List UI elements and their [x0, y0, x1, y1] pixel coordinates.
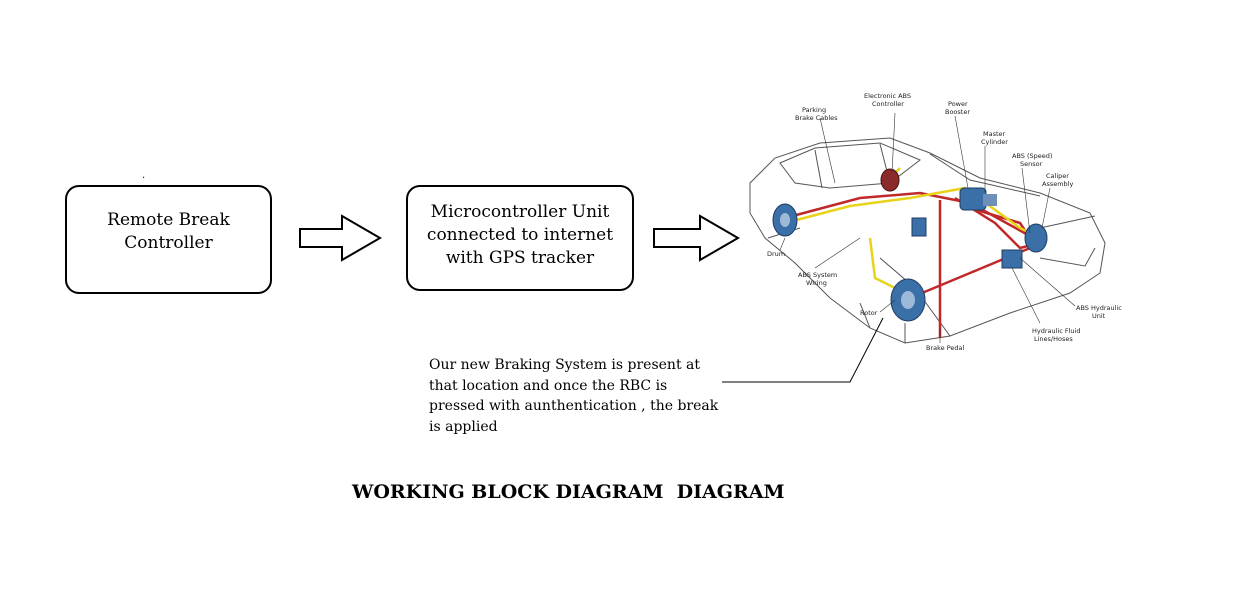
- block-line: Microcontroller Unit: [430, 201, 610, 222]
- label-drum: Drum: [767, 250, 785, 258]
- stray-dot: .: [142, 170, 146, 181]
- annotation-line: is applied: [429, 418, 498, 435]
- label-parking-brake-cables: Parking Brake Cables: [795, 106, 838, 122]
- block-line: Controller: [124, 232, 213, 253]
- label-abs-speed-sensor: ABS (Speed) Sensor: [1012, 152, 1055, 168]
- brake-components: [772, 168, 1048, 322]
- car-part-labels: Parking Brake Cables Electronic ABS Cont…: [767, 92, 1124, 352]
- car-braking-system-illustration: Parking Brake Cables Electronic ABS Cont…: [749, 92, 1124, 352]
- flow-arrow-1: [299, 214, 382, 262]
- diagram-title: WORKING BLOCK DIAGRAM DIAGRAM: [352, 481, 785, 503]
- microcontroller-unit-block: Microcontroller Unit connected to intern…: [406, 185, 634, 291]
- label-rotor: Rotor: [860, 309, 878, 317]
- braking-system-annotation: Our new Braking System is present at tha…: [429, 355, 729, 437]
- label-brake-pedal: Brake Pedal: [926, 344, 965, 352]
- label-master-cylinder: Master Cylinder: [981, 130, 1008, 146]
- flow-arrow-2: [653, 214, 740, 262]
- remote-brake-controller-block: Remote Break Controller: [65, 185, 272, 294]
- annotation-line: that location and once the RBC is: [429, 377, 668, 394]
- label-abs-system-wiring: ABS System Wiring: [798, 271, 839, 287]
- annotation-leader-line: [722, 317, 884, 383]
- block-line: connected to internet: [426, 224, 614, 245]
- label-leaders: [779, 112, 1076, 343]
- label-power-booster: Power Booster: [945, 100, 970, 116]
- block-line: with GPS tracker: [445, 247, 595, 268]
- annotation-line: Our new Braking System is present at: [429, 357, 700, 373]
- block-line: Remote Break: [107, 209, 230, 230]
- label-hydraulic-fluid-lines: Hydraulic Fluid Lines/Hoses: [1032, 327, 1083, 343]
- annotation-line: pressed with aunthentication , the break: [429, 398, 719, 414]
- label-caliper-assembly: Caliper Assembly: [1042, 172, 1073, 188]
- label-electronic-abs-controller: Electronic ABS Controller: [864, 92, 913, 108]
- label-abs-hydraulic-unit: ABS Hydraulic Unit: [1076, 304, 1124, 320]
